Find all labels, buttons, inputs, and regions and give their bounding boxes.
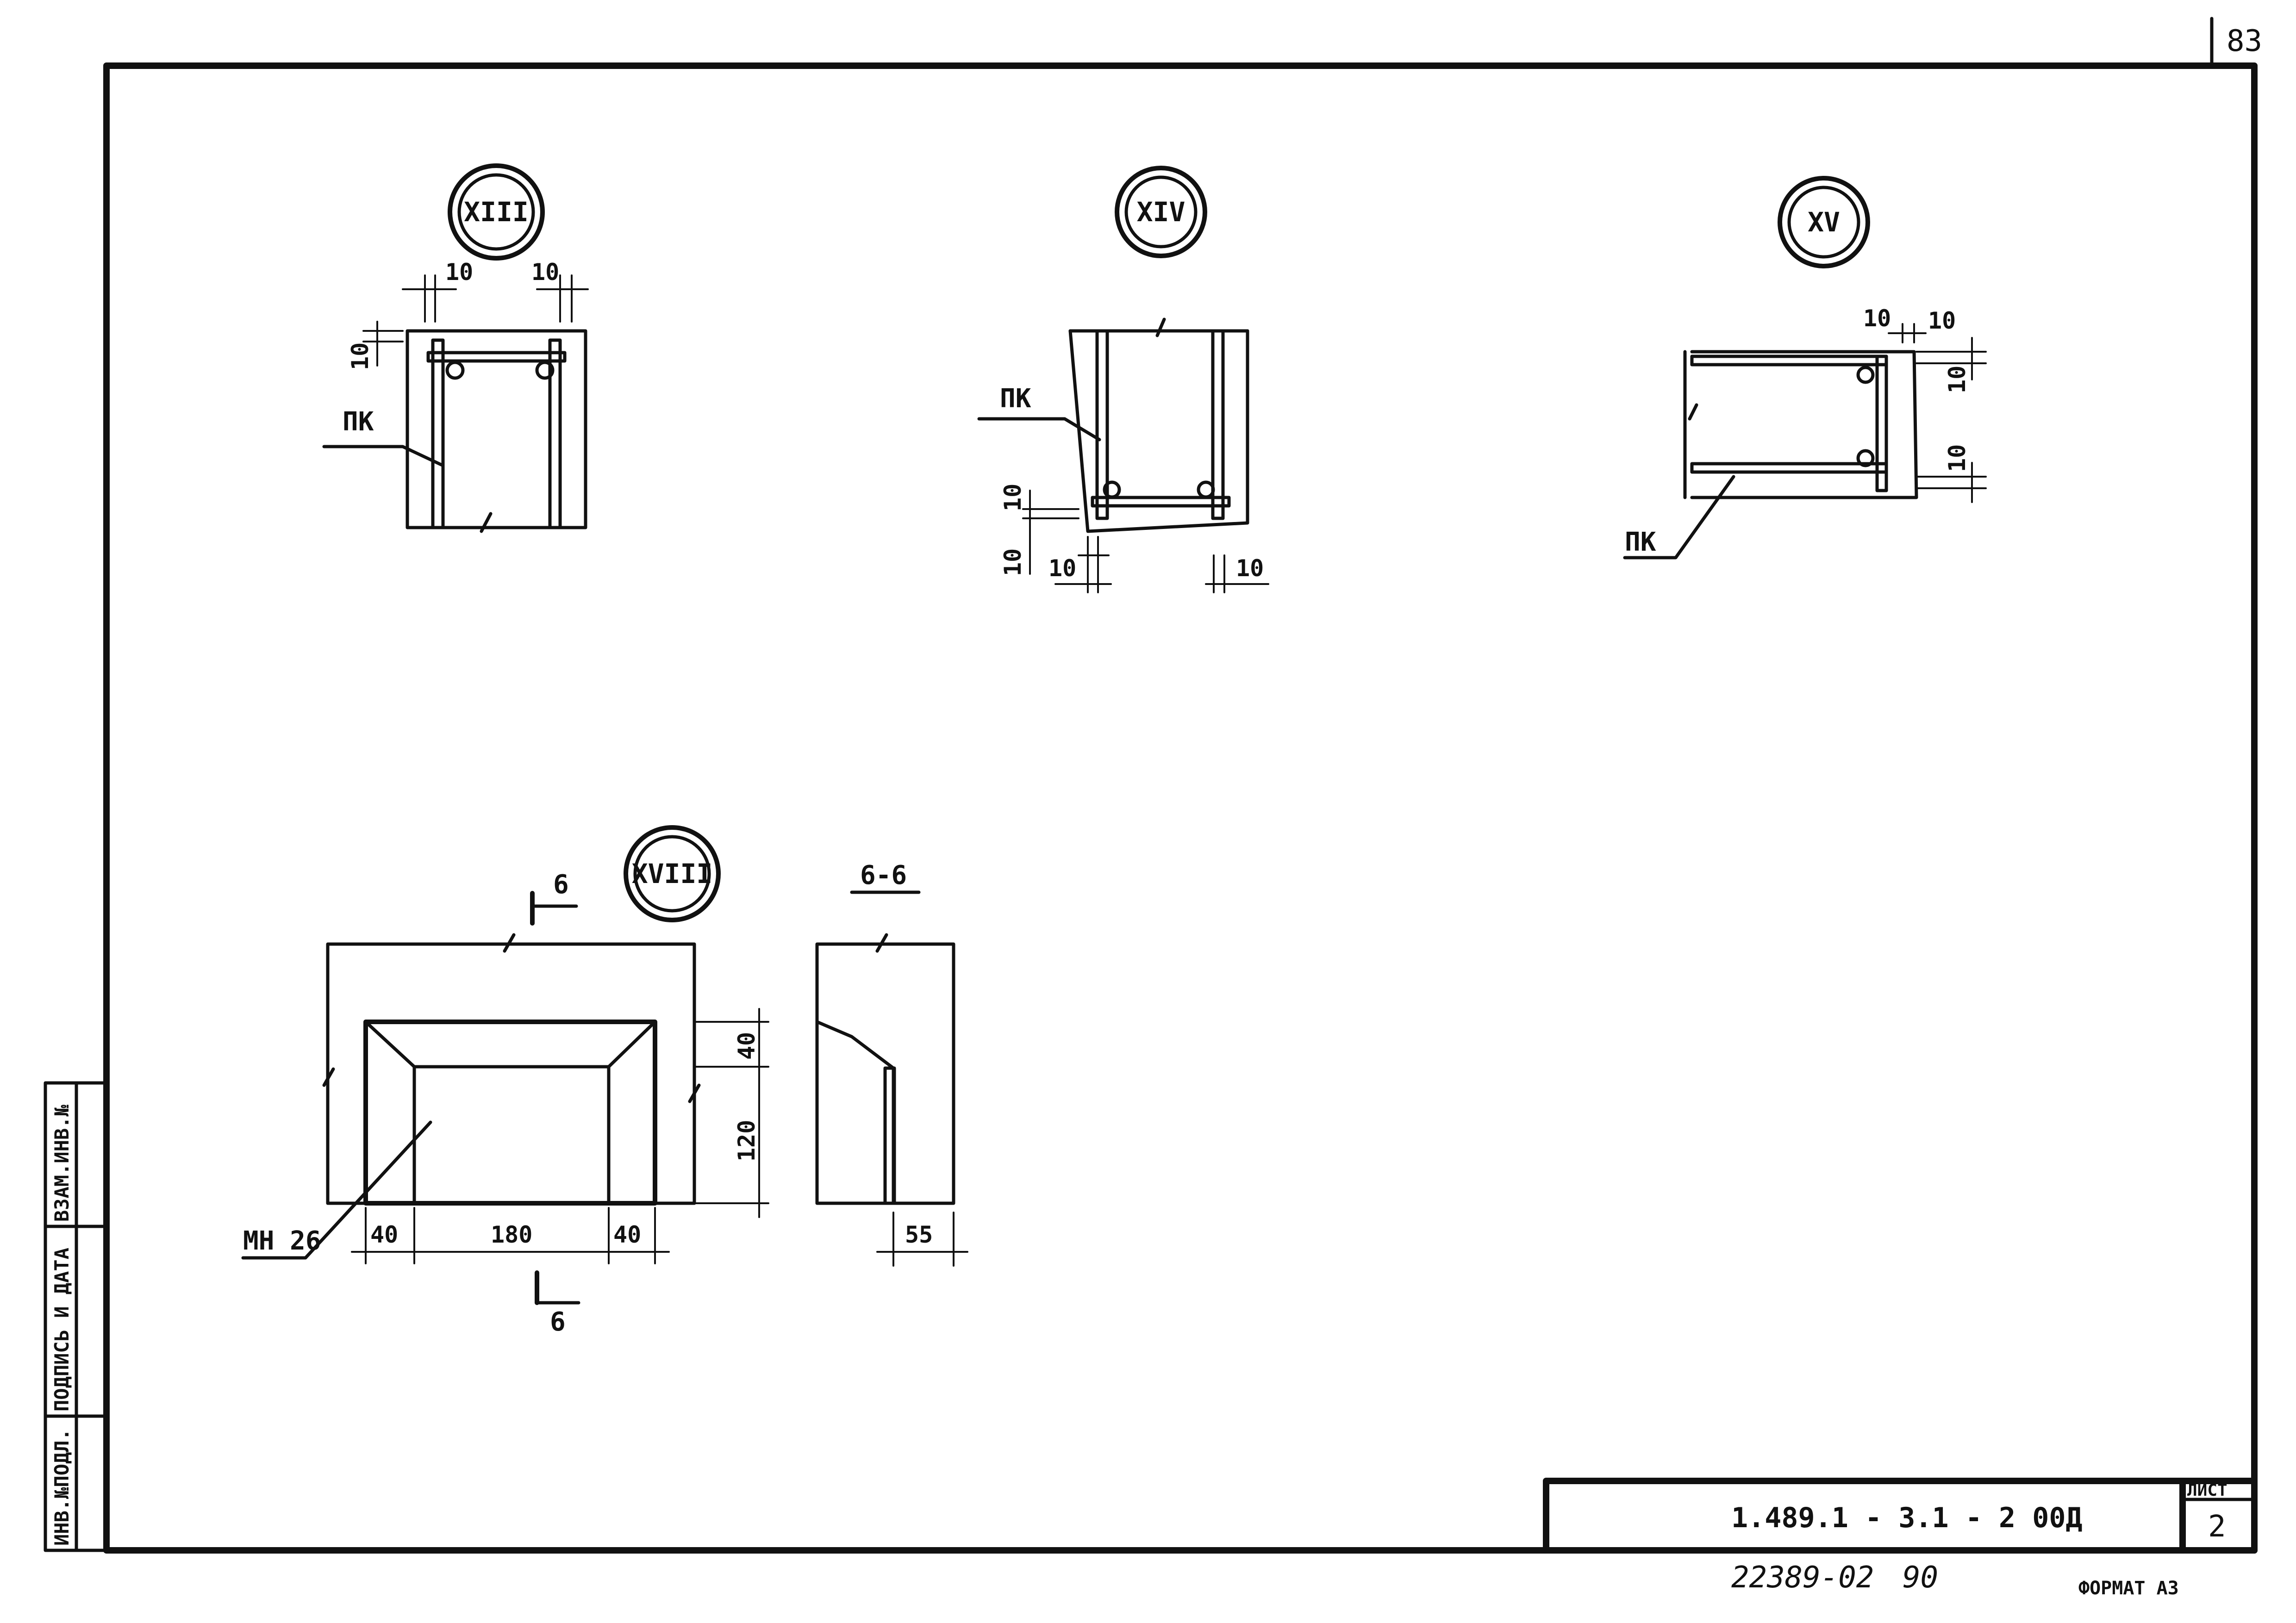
dim-xviii-40-left: 40 — [370, 1221, 398, 1248]
callout-xviii-label: XVIII — [632, 858, 713, 889]
callout-xv: XV — [1778, 176, 1870, 268]
section-plate — [883, 1066, 896, 1205]
dim-xviii-180: 180 — [491, 1221, 532, 1248]
side-vzam-label: ВЗАМ.ИНВ.№ — [50, 1105, 73, 1222]
callout-xviii: XVIII — [624, 825, 721, 922]
dim-xviii-120-vert: 120 — [733, 1120, 760, 1162]
dim-xiii-left-10: 10 — [445, 259, 473, 286]
callout-xv-label: XV — [1808, 206, 1840, 238]
label-xv-pk: ПК — [1625, 527, 1656, 557]
section-mark-bottom: 6 — [550, 1307, 566, 1337]
dim-section-55: 55 — [905, 1221, 933, 1248]
side-stamp-block: ВЗАМ.ИНВ.№ ПОДПИСЬ И ДАТА ИНВ.№ПОДЛ. — [44, 1081, 108, 1552]
callout-xiii-label: XIII — [464, 196, 529, 228]
section-6-6: 6-6 55 — [815, 860, 968, 1267]
title-block: 1.489.1 - 3.1 - 2 00Д ЛИСТ 2 — [1543, 1478, 2258, 1554]
side-podpis-label: ПОДПИСЬ И ДАТА — [50, 1248, 73, 1412]
dim-xv-vert-10a: 10 — [1944, 366, 1971, 393]
drawing-frame — [103, 62, 2258, 1554]
dim-xiii-right-10: 10 — [531, 259, 559, 286]
dim-xiv-bottom-right-10: 10 — [1236, 555, 1264, 582]
callout-xiv: XIV — [1115, 166, 1207, 258]
label-mn26: МН 26 — [243, 1226, 321, 1256]
detail-xiii: XIII 10 10 10 ПК — [322, 163, 589, 533]
dim-xiv-bottom-left-10: 10 — [1048, 555, 1076, 582]
dim-xv-vert-10b: 10 — [1944, 444, 1971, 472]
section-title: 6-6 — [860, 860, 907, 890]
callout-xiv-label: XIV — [1137, 196, 1185, 228]
section-mark-top: 6 — [553, 870, 569, 900]
detail-xiv: XIV ПК 10 10 10 10 — [977, 166, 1269, 593]
detail-xv: XV 10 10 10 10 ПК — [1623, 176, 1987, 560]
dim-xiv-vert-10b: 10 — [999, 548, 1026, 576]
drawing-code: 1.489.1 - 3.1 - 2 00Д — [1731, 1502, 2083, 1534]
dim-xv-top-10b: 10 — [1928, 307, 1956, 334]
dim-xiv-vert-10a: 10 — [999, 484, 1026, 511]
page-number: 83 — [2227, 24, 2262, 58]
side-inv-label: ИНВ.№ПОДЛ. — [50, 1429, 73, 1546]
archive-number: 22389-02 — [1731, 1561, 1874, 1595]
format-label: ФОРМАТ А3 — [2078, 1578, 2179, 1599]
dim-xiii-vert-10: 10 — [347, 342, 374, 370]
sheet-label: ЛИСТ — [2187, 1481, 2227, 1500]
detail-xviii: XVIII 6 6 40 120 40 180 — [241, 825, 769, 1337]
label-xiv-pk: ПК — [1000, 384, 1031, 414]
dim-xviii-40-right: 40 — [613, 1221, 641, 1248]
label-xiii-pk: ПК — [343, 407, 374, 437]
year-code: 90 — [1903, 1561, 1938, 1595]
sheet-number: 2 — [2208, 1510, 2226, 1544]
dim-xv-top-10a: 10 — [1863, 305, 1891, 332]
page-number-mark: 83 — [2210, 17, 2262, 67]
plate-mn26 — [412, 1065, 611, 1205]
dim-xviii-40-vert: 40 — [733, 1032, 760, 1060]
callout-xiii: XIII — [448, 163, 545, 261]
